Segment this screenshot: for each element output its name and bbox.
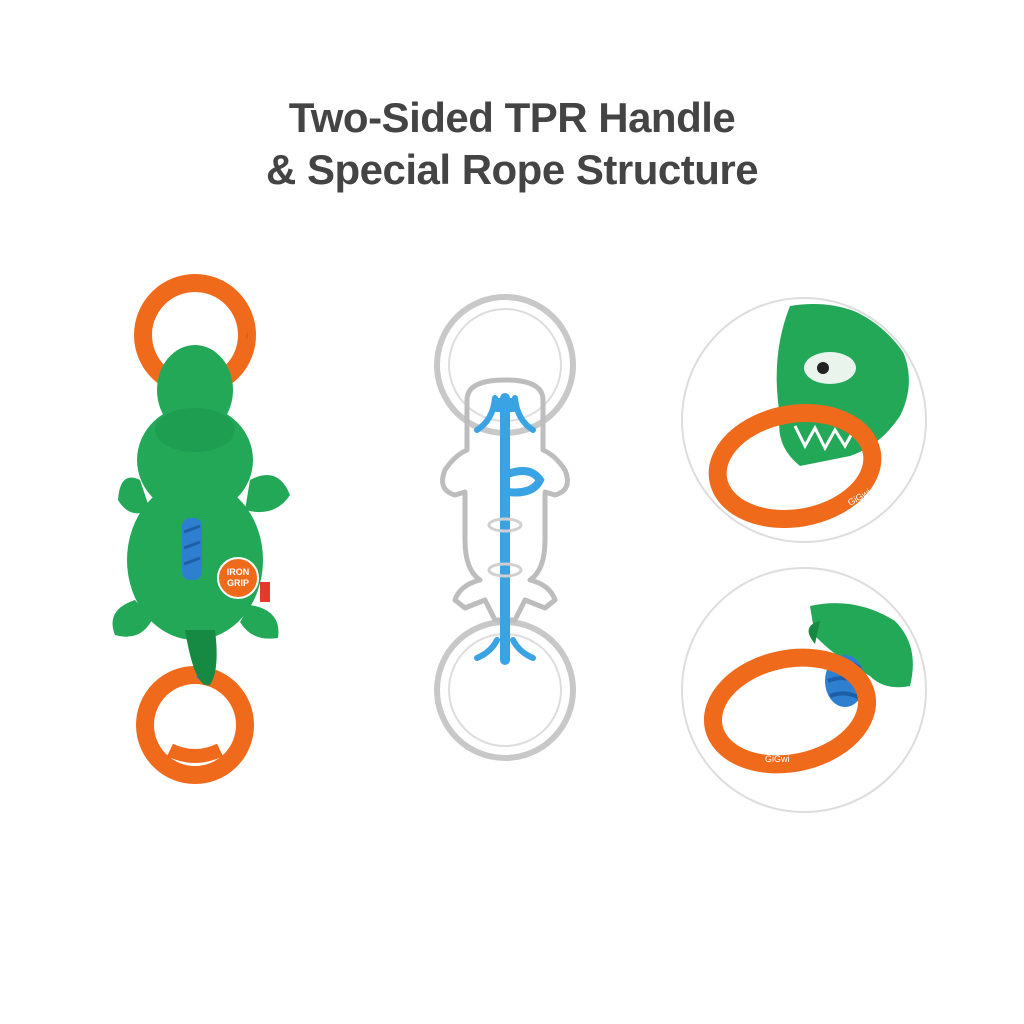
crocodile-plush-body [112, 345, 290, 686]
iron-grip-badge: IRON GRIP [217, 557, 259, 599]
crocodile-toy-product-image: IRON GRIP [100, 270, 320, 790]
bottom-tpr-ring-handle-icon [136, 666, 254, 784]
diagram-rope-ring-1 [487, 517, 523, 533]
detail-zoom-circle-icon: GiGwi [681, 297, 927, 543]
tag-label [260, 582, 270, 602]
detail-bottom-ring-handle-icon [703, 648, 877, 774]
detail-zoom-circle-icon: GiGwi [681, 567, 927, 813]
diagram-rope-ring-2 [487, 562, 523, 578]
badge-text-line-2: GRIP [227, 578, 249, 588]
badge-text-line-1: IRON [227, 567, 250, 577]
rope-structure-diagram [405, 280, 605, 780]
diagram-rope-blue [474, 393, 545, 665]
rope-structure-diagram-icon [434, 294, 576, 761]
headline-line-2: & Special Rope Structure [265, 146, 759, 193]
diagram-plush-outline [440, 377, 570, 623]
ring-brand-text-bottom: GiGwi [765, 754, 790, 764]
headline-line-1: Two-Sided TPR Handle [288, 94, 736, 141]
crocodile-plush-image: IRON GRIP [112, 274, 290, 784]
detail-top-ring-handle-icon [708, 404, 882, 528]
rope-detail-circle: GiGwi [680, 566, 928, 814]
head-detail-circle: GiGwi [680, 296, 928, 544]
page-headline: Two-Sided TPR Handle & Special Rope Stru… [0, 92, 1024, 196]
